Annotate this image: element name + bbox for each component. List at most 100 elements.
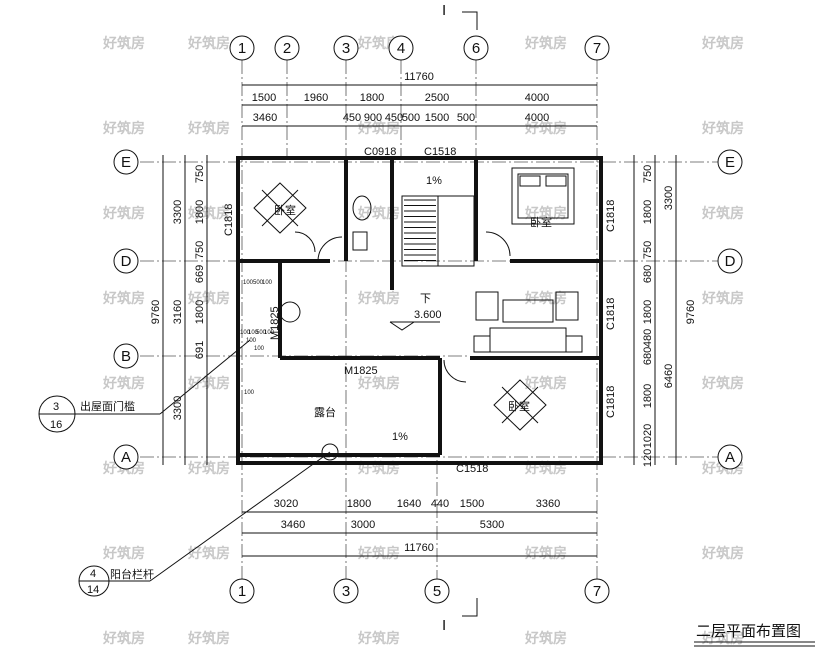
room-label-master: 卧室 — [530, 215, 552, 229]
axis-bottom-0-circle — [229, 578, 255, 604]
axis-right-2-label: A — [725, 449, 735, 466]
dim-top-row2-1: 450 — [343, 112, 361, 124]
dim-bottom-row1-4: 1500 — [460, 498, 484, 510]
watermark-text: 好筑房 — [187, 375, 230, 391]
watermark-text: 好筑房 — [187, 120, 230, 136]
axis-bottom-1-circle — [333, 578, 359, 604]
detail-ref-0-bottom: 16 — [50, 419, 62, 431]
detail-ref-1-top: 4 — [90, 568, 96, 580]
small-dim-9: 100 — [244, 390, 255, 396]
watermark-text: 好筑房 — [701, 120, 744, 136]
dim-right-inner-6: 680 — [642, 347, 654, 365]
watermark-text: 好筑房 — [102, 375, 145, 391]
elevation-label: 3.600 — [414, 309, 442, 321]
dim-top-row2-6: 500 — [457, 112, 475, 124]
watermark-text: 好筑房 — [524, 545, 567, 561]
section-mark-top: I — [442, 2, 478, 30]
axis-left-1-circle — [113, 248, 139, 274]
dim-right-inner-5: 480 — [642, 329, 654, 347]
window-label-1: C1518 — [424, 146, 456, 158]
watermark-text: 好筑房 — [187, 630, 230, 646]
dim-left-inner-1: 1800 — [194, 200, 206, 224]
dim-bottom-row1-0: 3020 — [274, 498, 298, 510]
axis-top-3-label: 4 — [397, 40, 405, 57]
dim-left-inner-5: 691 — [194, 341, 206, 359]
axis-top-3-circle — [388, 35, 414, 61]
door-label-0: M1825 — [269, 306, 281, 340]
watermark-text: 好筑房 — [524, 120, 567, 136]
detail-ref-1: 4 14 阳台栏杆 — [78, 443, 339, 597]
watermark-text: 好筑房 — [187, 205, 230, 221]
dim-bottom-row1-5: 3360 — [536, 498, 560, 510]
dim-bottom-row2-1: 3000 — [351, 519, 375, 531]
watermark-layer: 好筑房好筑房好筑房好筑房好筑房好筑房好筑房好筑房好筑房好筑房好筑房好筑房好筑房好… — [102, 35, 744, 646]
section-label-bottom: I — [442, 617, 446, 634]
axis-left-3-label: A — [121, 449, 131, 466]
window-label-3: C1818 — [605, 200, 617, 232]
door-swings — [279, 231, 511, 383]
dim-left-total: 9760 — [150, 300, 162, 324]
watermark-text: 好筑房 — [357, 290, 400, 306]
axis-left-0-label: E — [121, 154, 131, 171]
dim-bottom-row1-2: 1640 — [397, 498, 421, 510]
axis-top-1-label: 2 — [283, 40, 291, 57]
small-dim-3: 100 — [240, 330, 251, 336]
dim-top-row2-7: 4000 — [525, 112, 549, 124]
small-dim-2: 100 — [262, 280, 273, 286]
watermark-text: 好筑房 — [701, 205, 744, 221]
dim-right-outer-1: 6460 — [663, 364, 675, 388]
watermark-text: 好筑房 — [357, 375, 400, 391]
watermark-text: 好筑房 — [701, 545, 744, 561]
axis-left-1-label: D — [121, 253, 132, 270]
small-dim-1: 500 — [253, 280, 264, 286]
dim-right-inner-7: 1800 — [642, 384, 654, 408]
dim-bottom-row2-0: 3460 — [281, 519, 305, 531]
slope-label-1: 1% — [392, 431, 408, 443]
axis-top-0-label: 1 — [238, 40, 246, 57]
drawing-title-text: 二层平面布置图 — [696, 623, 801, 640]
axis-right-1-label: D — [725, 253, 736, 270]
watermark-text: 好筑房 — [187, 460, 230, 476]
door-label-1: M1825 — [344, 365, 378, 377]
dim-bottom-row1-3: 440 — [431, 498, 449, 510]
dim-top-total: 11760 — [404, 71, 434, 83]
axis-top-4-circle — [463, 35, 489, 61]
axis-left-3-circle — [113, 444, 139, 470]
axis-top-5-circle — [584, 35, 610, 61]
watermark-text: 好筑房 — [357, 120, 400, 136]
slope-label-0: 1% — [426, 175, 442, 187]
bed-left — [253, 182, 307, 234]
room-label-terrace: 露台 — [314, 405, 336, 419]
watermark-text: 好筑房 — [701, 35, 744, 51]
axis-bottom-0-label: 1 — [238, 583, 246, 600]
watermark-text: 好筑房 — [187, 35, 230, 51]
dim-top-row2-5: 1500 — [425, 112, 449, 124]
dim-bottom-row2-2: 5300 — [480, 519, 504, 531]
detail-ref-0-note: 出屋面门槛 — [80, 399, 135, 413]
small-dim-7: 100 — [246, 338, 257, 344]
axis-left-2-label: B — [121, 348, 131, 365]
small-dim-5: 500 — [256, 330, 267, 336]
watermark-text: 好筑房 — [102, 120, 145, 136]
dim-right-total: 9760 — [685, 300, 697, 324]
axis-left-2-circle — [113, 343, 139, 369]
dim-left-inner-3: 669 — [194, 265, 206, 283]
dim-left-outer-0: 3300 — [172, 200, 184, 224]
axis-right-2-circle — [717, 444, 743, 470]
dim-right-inner-2: 750 — [642, 241, 654, 259]
dim-right-inner-9: 120 — [642, 449, 654, 467]
axis-top-2-label: 3 — [342, 40, 350, 57]
dim-right-inner-4: 1800 — [642, 300, 654, 324]
watermark-text: 好筑房 — [524, 35, 567, 51]
small-dim-8: 100 — [254, 346, 265, 352]
dim-top-row1-1: 1960 — [304, 92, 328, 104]
exterior-walls — [236, 156, 603, 465]
axis-top-2-circle — [333, 35, 359, 61]
staircase — [401, 195, 475, 267]
bed-master — [511, 167, 575, 225]
dim-left-inner-2: 750 — [194, 241, 206, 259]
dim-right-inner-0: 750 — [642, 165, 654, 183]
